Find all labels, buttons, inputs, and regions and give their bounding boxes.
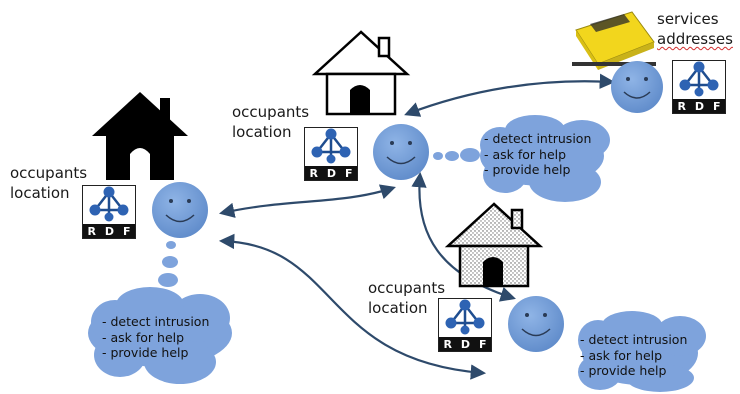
arrow-top-services [404,73,616,117]
smiley-icon [508,296,564,352]
cloud-item: - ask for help [484,146,567,162]
house-icon [444,202,544,288]
location-label: location [232,123,292,141]
house-icon [92,92,188,180]
arrow-left-top [218,184,396,218]
cloud-text-top: - detect intrusion - ask for help - prov… [484,131,591,178]
occupants-label: occupants [10,164,88,182]
node-label-top: occupants location [232,102,309,142]
cloud [480,115,610,202]
thought-bubbles [158,148,480,287]
services-label: services addresses [657,9,733,49]
phonebook-icon [575,11,655,70]
cloud-item: - detect intrusion [484,131,592,146]
cloud-text-bottom: - detect intrusion - ask for help - prov… [580,332,687,379]
cloud [88,287,232,384]
smiley-icon [373,124,429,180]
location-label: location [368,299,428,317]
services-label-line1: services [657,10,719,28]
cloud-item: - provide help [102,345,189,360]
services-label-line2: addresses [657,30,733,48]
occupants-label: occupants [232,103,310,121]
node-label-left: occupants location [10,163,87,203]
cloud-item: - ask for help [580,347,663,363]
cloud-item: - detect intrusion [102,314,210,329]
cloud-item: - ask for help [102,329,185,345]
cloud-item: - detect intrusion [580,332,688,347]
cloud [578,311,706,392]
smiley-icon [611,61,663,113]
smiley-icon [152,182,208,238]
phonebook-caption-bar [572,62,656,66]
location-label: location [10,184,70,202]
node-label-bottom: occupants location [368,278,445,318]
occupants-label: occupants [368,279,446,297]
cloud-item: - provide help [580,363,667,378]
arrow-left-bottom [218,233,487,380]
house-icon [311,30,411,116]
arrows [218,73,616,380]
cloud-text-left: - detect intrusion - ask for help - prov… [102,314,209,361]
cloud-item: - provide help [484,162,571,177]
